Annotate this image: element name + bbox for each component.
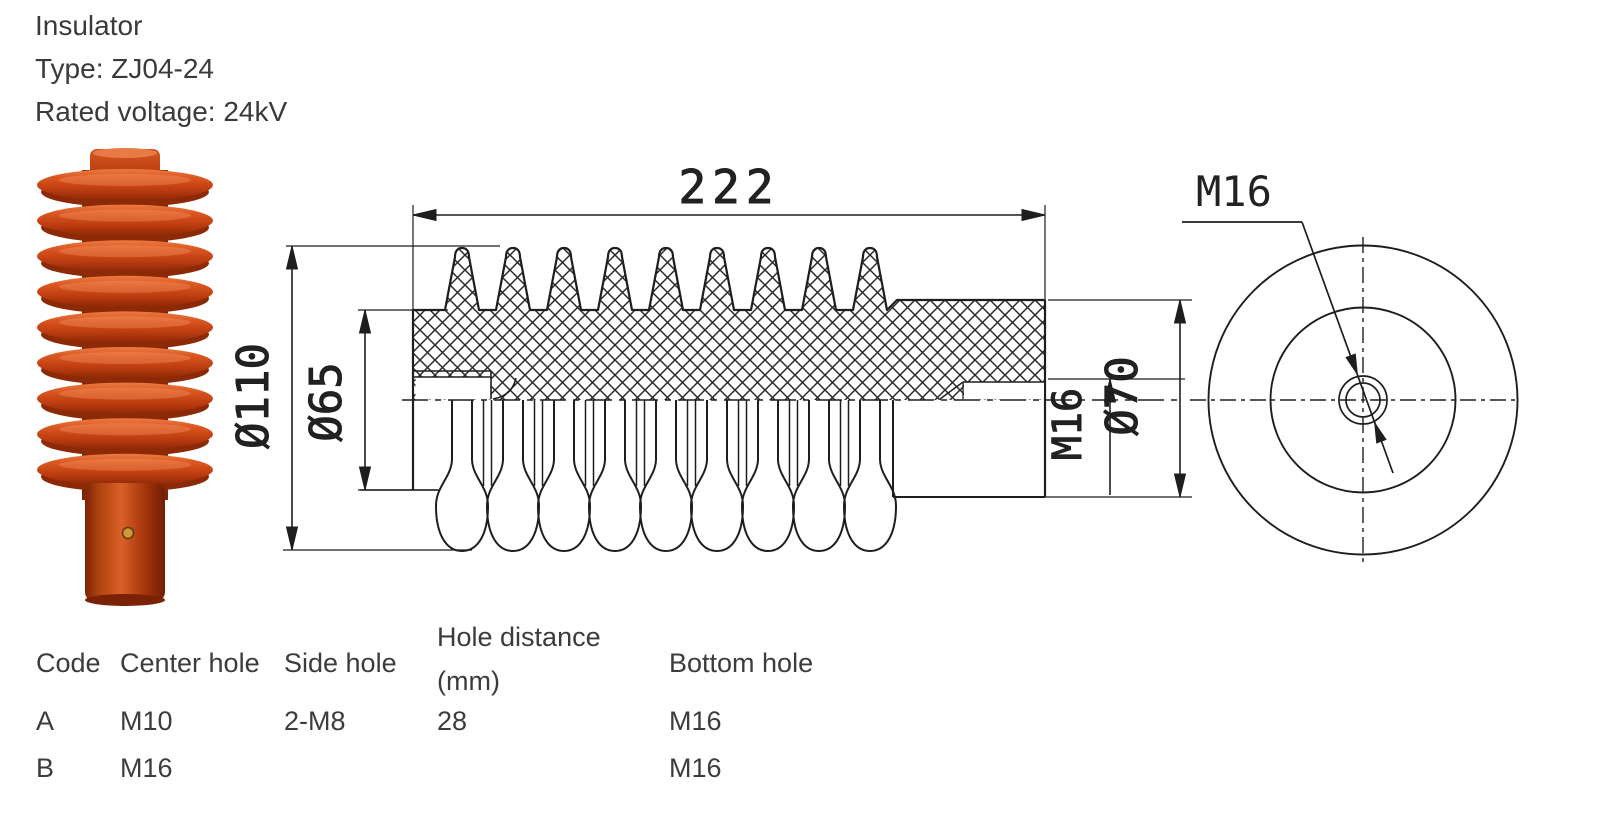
dim-diameter-65: Ø65 <box>301 309 448 491</box>
col-header-center: Center hole <box>120 648 260 678</box>
row-a-bottom: M16 <box>669 706 722 736</box>
dim-110-label: Ø110 <box>228 343 279 449</box>
dim-70-label: Ø70 <box>1097 356 1148 435</box>
dim-65-label: Ø65 <box>301 362 352 441</box>
insulator-photo-shapes <box>37 148 213 606</box>
row-a-side: 2-M8 <box>284 706 346 736</box>
row-b-code: B <box>36 753 55 783</box>
dim-222: 222 <box>412 160 1046 310</box>
dim-diameter-110: Ø110 <box>228 245 500 551</box>
col-header-distance-unit: (mm) <box>437 666 500 696</box>
row-a-distance: 28 <box>437 706 468 736</box>
end-view-m16-leader <box>1182 221 1394 474</box>
dim-m16-side-label: M16 <box>1045 388 1091 460</box>
dim-diameter-70: Ø70 <box>1045 299 1192 498</box>
row-a-center: M10 <box>120 706 173 736</box>
product-title: Insulator <box>35 10 143 41</box>
front-view <box>360 246 1047 553</box>
row-b-center: M16 <box>120 753 173 783</box>
row-a-code: A <box>36 706 55 736</box>
col-header-code: Code <box>36 648 101 678</box>
front-view-fitting-details <box>413 370 1045 400</box>
col-header-bottom: Bottom hole <box>669 648 814 678</box>
product-type: Type: ZJ04-24 <box>35 53 214 84</box>
end-view: M16 <box>1182 167 1519 567</box>
product-voltage: Rated voltage: 24kV <box>35 96 288 127</box>
col-header-side: Side hole <box>284 648 397 678</box>
end-view-m16-label: M16 <box>1196 167 1272 216</box>
insulator-photo <box>37 148 213 606</box>
col-header-distance: Hole distance <box>437 622 601 652</box>
dim-bottom-hole-m16: M16 <box>1045 378 1185 495</box>
row-b-bottom: M16 <box>669 753 722 783</box>
dim-222-label: 222 <box>678 160 779 214</box>
